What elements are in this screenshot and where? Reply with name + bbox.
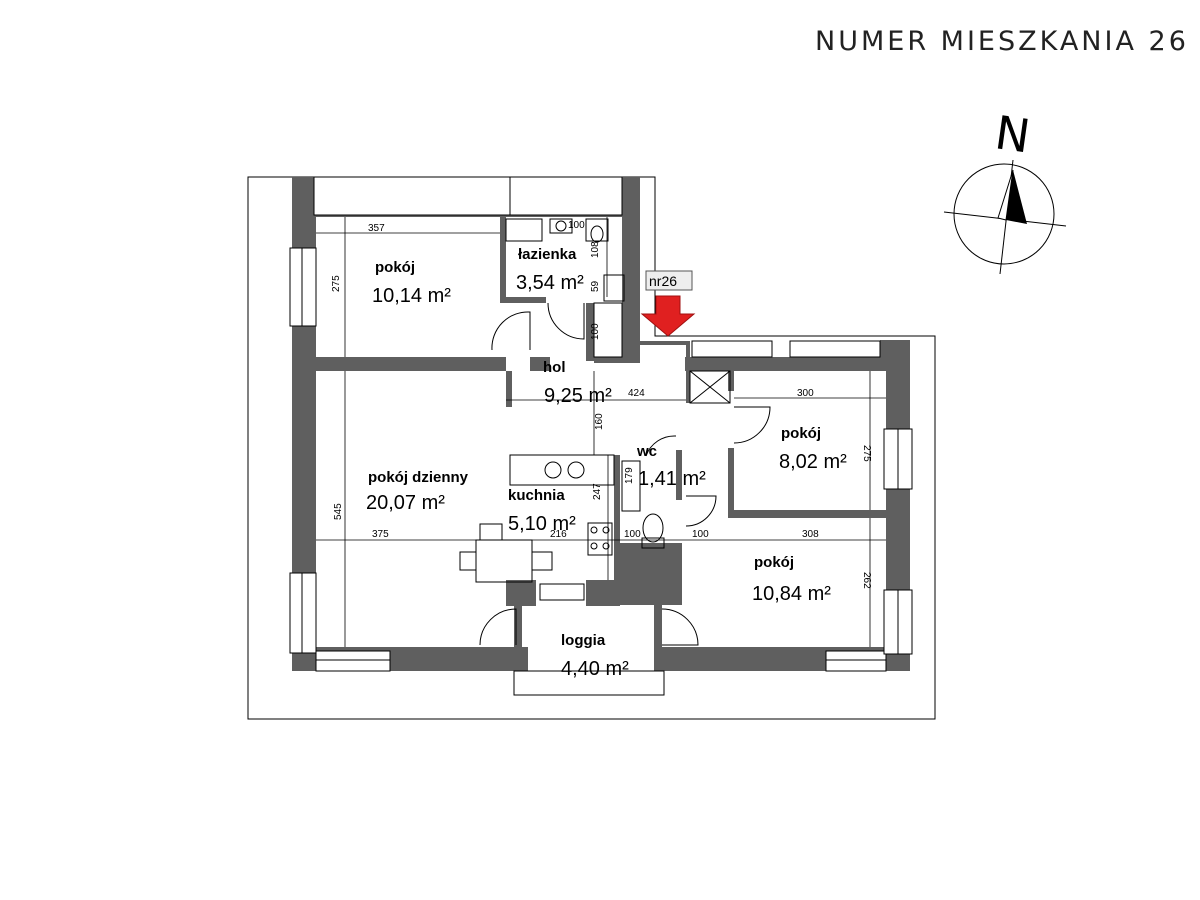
room-name: kuchnia <box>508 487 565 504</box>
doors <box>479 302 771 646</box>
dim-label: 262 <box>861 572 872 589</box>
room-name: łazienka <box>518 246 577 263</box>
compass-circle <box>953 163 1055 265</box>
room-area: 3,54 m² <box>516 272 584 294</box>
room-name: pokój <box>781 425 821 442</box>
entrance-arrow-icon <box>640 295 696 337</box>
dim-label: 100 <box>568 220 585 231</box>
fixtures <box>459 218 731 601</box>
room-labels: pokój 10,14 m² łazienka 3,54 m² hol 9,25… <box>366 246 847 680</box>
room-area: 9,25 m² <box>544 385 612 407</box>
dimension-lines <box>316 217 886 647</box>
room-area: 8,02 m² <box>779 451 847 473</box>
room-area: 10,14 m² <box>372 285 451 307</box>
dim-label: 275 <box>331 275 342 292</box>
dim-label: 375 <box>372 529 389 540</box>
dim-label: 275 <box>861 445 872 462</box>
room-area: 4,40 m² <box>561 658 629 680</box>
room-name: pokój <box>375 259 415 276</box>
dim-label: 59 <box>590 280 601 292</box>
room-name: pokój <box>754 554 794 571</box>
dim-label: 160 <box>594 413 605 430</box>
room-area: 1,41 m² <box>638 468 706 490</box>
walls <box>292 177 910 671</box>
room-name: wc <box>636 443 657 460</box>
room-name: pokój dzienny <box>368 469 469 486</box>
dim-label: 247 <box>592 483 603 500</box>
room-name: loggia <box>561 632 606 649</box>
compass: N <box>943 105 1067 275</box>
dim-label: 424 <box>628 388 645 399</box>
compass-north-label: N <box>992 105 1034 163</box>
windows <box>289 176 913 696</box>
room-area: 10,84 m² <box>752 583 831 605</box>
site-outline <box>247 176 936 720</box>
dim-label: 100 <box>624 529 641 540</box>
entrance-marker: nr26 <box>640 270 696 337</box>
dim-label: 108 <box>590 241 601 258</box>
entrance-label: nr26 <box>649 273 677 289</box>
dim-label: 357 <box>368 223 385 234</box>
dim-label: 308 <box>802 529 819 540</box>
dim-label: 100 <box>590 323 601 340</box>
dim-label: 545 <box>333 503 344 520</box>
dim-label: 216 <box>550 529 567 540</box>
dimension-labels: 357 275 424 160 300 275 545 375 247 179 … <box>331 220 872 589</box>
entrance-label-box <box>645 270 693 291</box>
dim-label: 179 <box>624 467 635 484</box>
plan-title: NUMER MIESZKANIA 26 <box>815 26 1189 57</box>
room-area: 5,10 m² <box>508 513 576 535</box>
dim-label: 300 <box>797 388 814 399</box>
room-area: 20,07 m² <box>366 492 445 514</box>
room-name: hol <box>543 359 566 376</box>
dim-label: 100 <box>692 529 709 540</box>
